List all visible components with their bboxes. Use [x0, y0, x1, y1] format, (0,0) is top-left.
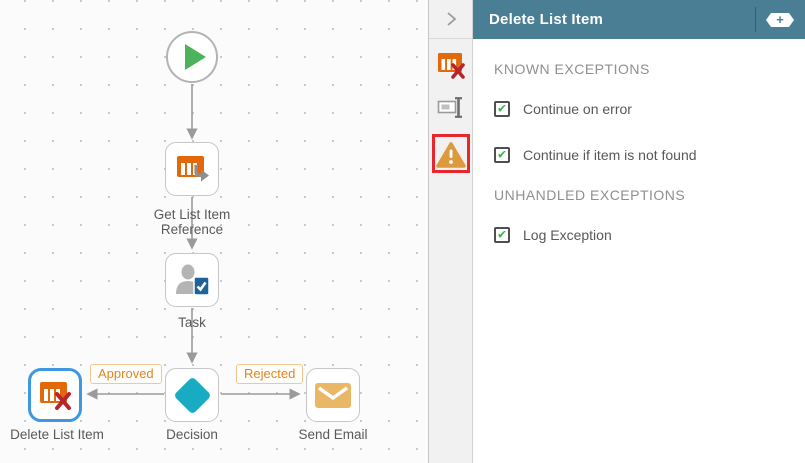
delete-list-item-icon: [437, 53, 465, 79]
checkbox-label: Log Exception: [523, 227, 612, 243]
start-node[interactable]: [166, 31, 218, 83]
collapse-chevron-icon: [446, 12, 456, 26]
panel-header: Delete List Item +: [473, 0, 805, 39]
node-label: Get List Item Reference: [153, 207, 231, 237]
node-get-list-item-reference[interactable]: [165, 142, 219, 196]
section-heading-unhandled-exceptions: UNHANDLED EXCEPTIONS: [494, 187, 686, 203]
continue-on-error-checkbox[interactable]: ✔: [494, 101, 510, 117]
header-divider: [755, 7, 756, 32]
rename-tab[interactable]: [437, 96, 464, 119]
check-icon: ✔: [496, 101, 508, 116]
log-exception-checkbox[interactable]: ✔: [494, 227, 510, 243]
node-label: Task: [178, 315, 206, 330]
node-label: Delete List Item: [10, 427, 104, 442]
branch-label-approved[interactable]: Approved: [90, 364, 162, 384]
workflow-canvas[interactable]: Get List Item Reference Task Decision: [0, 0, 429, 463]
check-icon: ✔: [496, 147, 508, 162]
red-annotation-box: [431, 134, 470, 173]
branch-label-rejected[interactable]: Rejected: [236, 364, 304, 384]
task-icon: [175, 264, 210, 296]
collapse-panel-button[interactable]: [429, 0, 472, 39]
exceptions-tab[interactable]: [435, 140, 466, 168]
exceptions-settings: KNOWN EXCEPTIONS ✔ Continue on error ✔ C…: [473, 39, 805, 243]
decision-diamond-icon: [172, 375, 212, 415]
send-email-icon: [315, 382, 351, 408]
node-send-email[interactable]: [306, 368, 360, 422]
delete-list-item-tab[interactable]: [437, 52, 465, 79]
setting-row: ✔ Continue on error: [494, 101, 785, 117]
checkbox-label: Continue if item is not found: [523, 147, 697, 163]
setting-row: ✔ Log Exception: [494, 227, 785, 243]
warning-icon: [435, 141, 466, 168]
rename-icon: [437, 97, 462, 118]
panel-icon-rail: [429, 0, 473, 463]
node-label: Decision: [166, 427, 218, 442]
delete-list-item-icon: [40, 381, 71, 410]
check-icon: ✔: [496, 227, 508, 242]
properties-panel: Delete List Item + KNOWN EXCEPTIONS ✔ Co…: [473, 0, 805, 463]
section-heading-known-exceptions: KNOWN EXCEPTIONS: [494, 61, 650, 77]
node-label: Send Email: [298, 427, 368, 442]
setting-row: ✔ Continue if item is not found: [494, 147, 785, 163]
connector-lines: [86, 84, 301, 400]
node-decision[interactable]: [165, 368, 219, 422]
play-icon: [185, 44, 206, 70]
node-task[interactable]: [165, 253, 219, 307]
get-list-item-reference-icon: [177, 155, 209, 181]
continue-if-item-not-found-checkbox[interactable]: ✔: [494, 147, 510, 163]
node-delete-list-item[interactable]: [28, 368, 82, 422]
panel-title: Delete List Item: [489, 11, 604, 28]
add-button[interactable]: +: [766, 13, 794, 27]
checkbox-label: Continue on error: [523, 101, 632, 117]
